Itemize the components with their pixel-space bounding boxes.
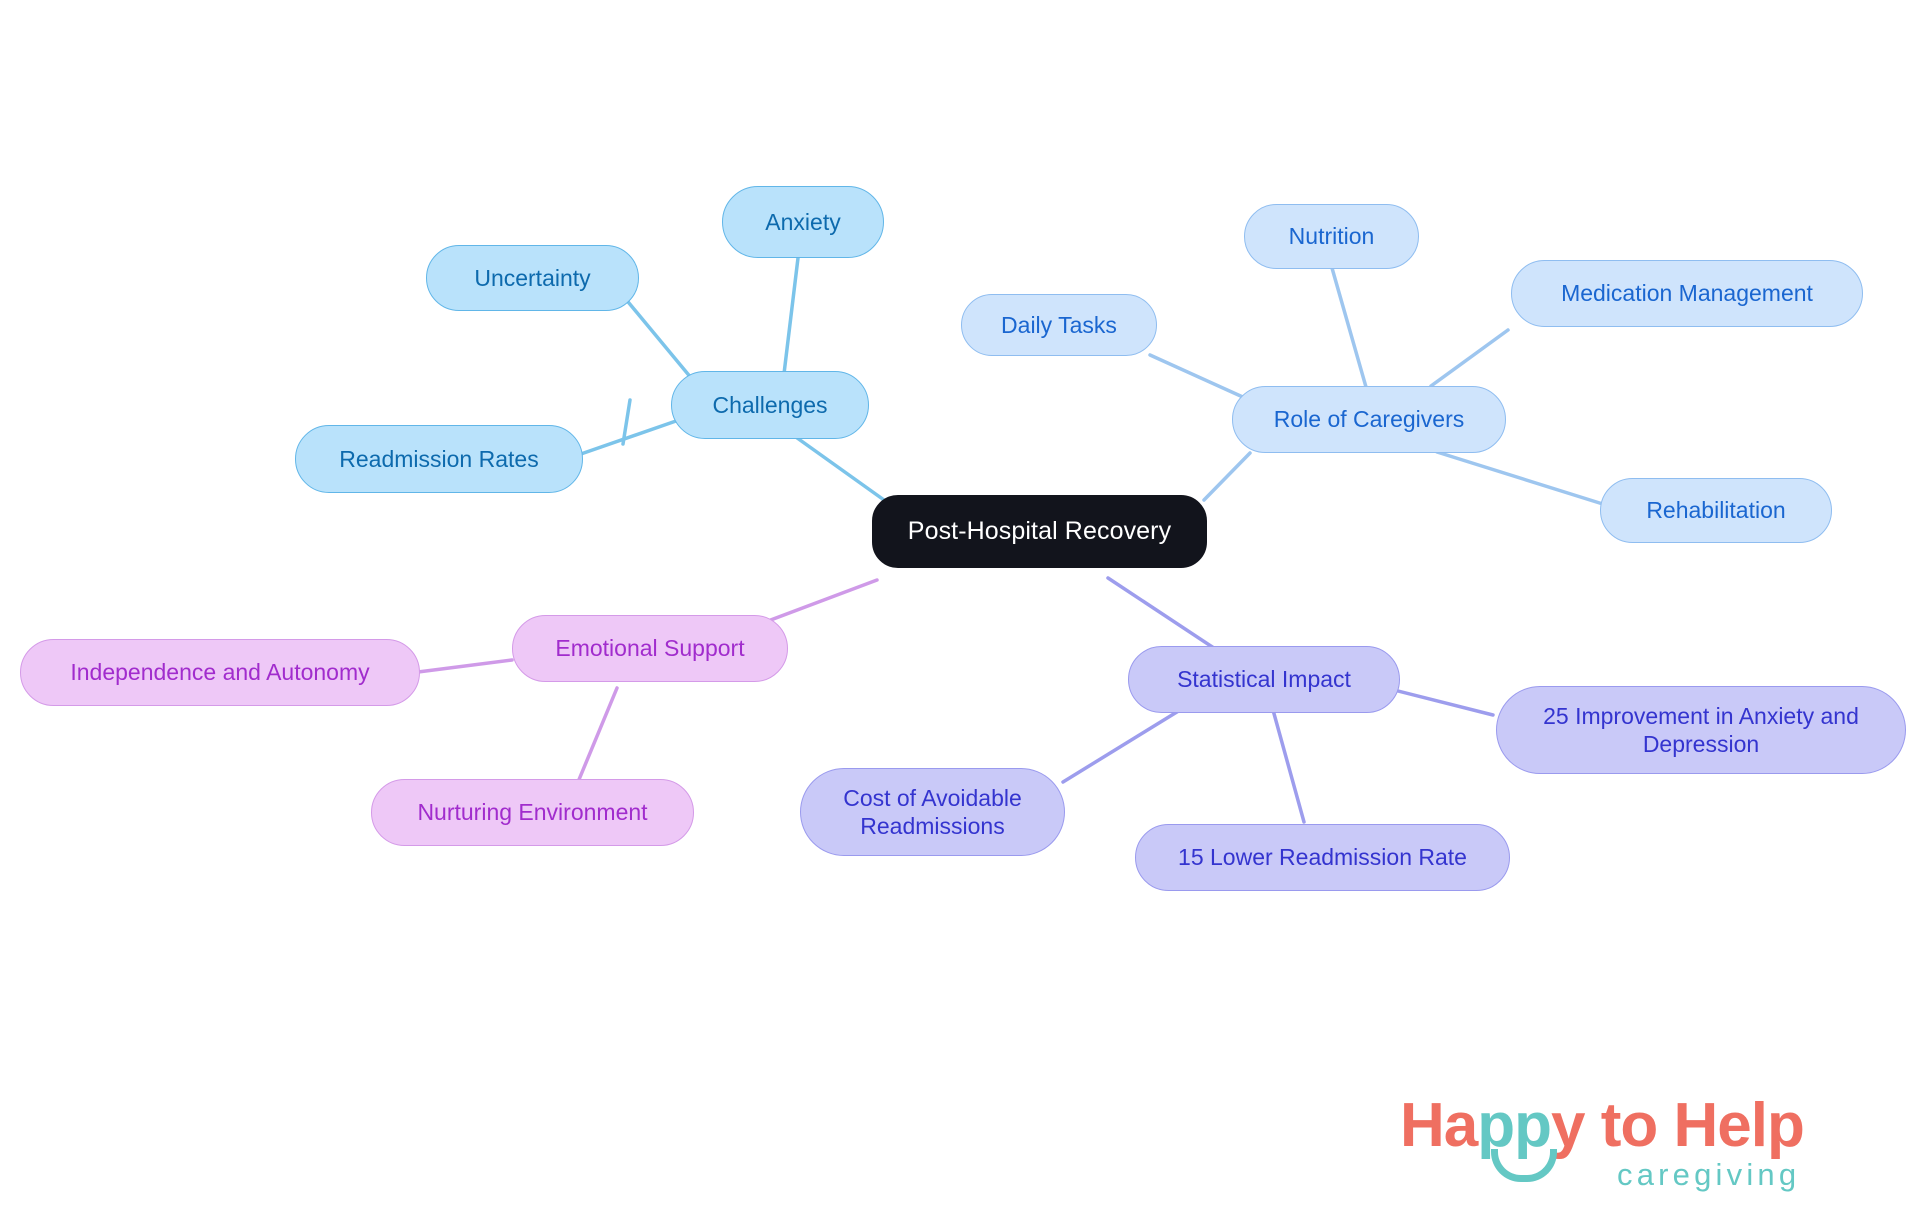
logo-text-ha: Ha — [1400, 1091, 1478, 1160]
node-rehabilitation[interactable]: Rehabilitation — [1600, 478, 1832, 543]
edge-caregivers-rehabilitation — [1435, 450, 1608, 507]
node-statistical-impact[interactable]: Statistical Impact — [1128, 646, 1400, 713]
edge-statistical-improvement — [1392, 688, 1495, 717]
node-readmission-rates[interactable]: Readmission Rates — [295, 425, 583, 493]
edge-root-caregivers — [1202, 451, 1252, 502]
edge-emotional-nurturing — [576, 686, 619, 784]
edge-root-emotional — [758, 578, 879, 626]
node-challenges[interactable]: Challenges — [671, 371, 869, 439]
node-cost-of-avoidable-readmissions[interactable]: Cost of Avoidable Readmissions — [800, 768, 1065, 856]
edge-challenges-uncertainty-2 — [622, 295, 699, 387]
node-lower-readmission-rate[interactable]: 15 Lower Readmission Rate — [1135, 824, 1510, 891]
node-nutrition[interactable]: Nutrition — [1244, 204, 1419, 269]
edge-challenges-readmission — [576, 419, 678, 457]
node-anxiety[interactable]: Anxiety — [722, 186, 884, 258]
node-medication-management[interactable]: Medication Management — [1511, 260, 1863, 327]
node-emotional-support[interactable]: Emotional Support — [512, 615, 788, 682]
logo-text-pp: pp — [1477, 1091, 1552, 1160]
node-nurturing-environment[interactable]: Nurturing Environment — [371, 779, 694, 846]
node-uncertainty[interactable]: Uncertainty — [426, 245, 639, 311]
node-improvement-anxiety-depression[interactable]: 25 Improvement in Anxiety and Depression — [1496, 686, 1906, 774]
logo-text-rest: y to Help — [1551, 1091, 1805, 1160]
edge-caregivers-nutrition — [1330, 266, 1368, 389]
edge-challenges-anxiety — [781, 256, 800, 384]
brand-logo: Happy to Help caregiving — [1400, 1095, 1870, 1200]
node-post-hospital-recovery[interactable]: Post-Hospital Recovery — [872, 495, 1207, 568]
edge-statistical-cost — [1061, 705, 1187, 784]
node-daily-tasks[interactable]: Daily Tasks — [961, 294, 1157, 356]
logo-subtitle: caregiving — [1617, 1157, 1801, 1192]
edge-emotional-independence — [416, 658, 514, 674]
edge-caregivers-medication — [1429, 328, 1510, 388]
edge-statistical-lower-rate — [1271, 708, 1306, 824]
node-role-of-caregivers[interactable]: Role of Caregivers — [1232, 386, 1506, 453]
node-independence-and-autonomy[interactable]: Independence and Autonomy — [20, 639, 420, 706]
edge-caregivers-daily-tasks — [1148, 353, 1247, 400]
edge-challenges-uncertainty — [621, 398, 632, 446]
logo-wordmark: Happy to Help — [1400, 1095, 1805, 1157]
smile-icon — [1491, 1149, 1557, 1182]
